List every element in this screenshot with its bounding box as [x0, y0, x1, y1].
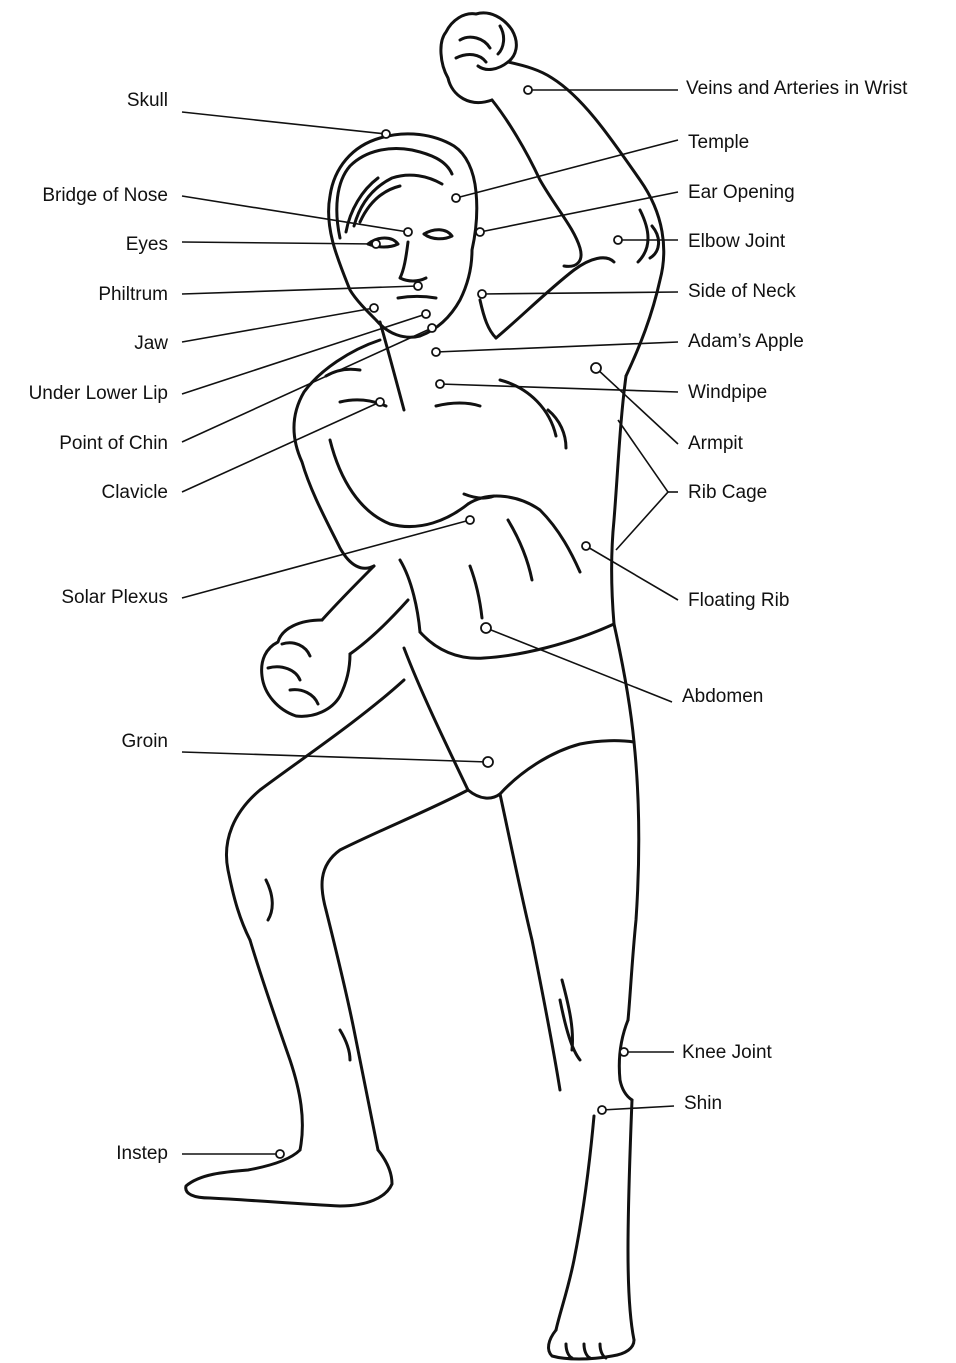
marker-adam[interactable]: [432, 348, 440, 356]
marker-bridge[interactable]: [404, 228, 412, 236]
label-point-of-chin: Point of Chin: [59, 433, 168, 455]
label-skull: Skull: [127, 90, 168, 112]
label-jaw: Jaw: [134, 333, 168, 355]
leader-skull: [182, 112, 386, 134]
right-foot: [549, 1330, 634, 1359]
marker-temple[interactable]: [452, 194, 460, 202]
male-figure: [186, 13, 664, 1359]
label-bridge-of-nose: Bridge of Nose: [42, 185, 168, 207]
chest-left: [330, 440, 468, 527]
marker-clavicle[interactable]: [376, 398, 384, 406]
leader-solar: [182, 520, 470, 598]
left-thigh-inner: [322, 790, 468, 910]
leader-lines: [182, 90, 678, 1154]
raised-forearm-outer: [508, 62, 664, 376]
marker-solar[interactable]: [466, 516, 474, 524]
trapezius-right: [496, 258, 614, 338]
label-elbow-joint: Elbow Joint: [688, 231, 785, 253]
marker-elbow[interactable]: [614, 236, 622, 244]
label-windpipe: Windpipe: [688, 382, 767, 404]
leader-ribcage: [616, 420, 668, 550]
label-philtrum: Philtrum: [98, 284, 168, 306]
leader-windpipe: [440, 384, 678, 392]
nose: [400, 242, 426, 281]
marker-floating[interactable]: [582, 542, 590, 550]
left-forearm: [322, 566, 408, 654]
label-abdomen: Abdomen: [682, 686, 763, 708]
pectoral-right: [500, 380, 566, 448]
trunks-leg: [404, 648, 634, 798]
raised-fist: [441, 13, 516, 103]
label-groin: Groin: [122, 731, 168, 753]
leader-chin: [182, 328, 432, 442]
hair: [337, 149, 452, 238]
label-floating-rib: Floating Rib: [688, 590, 789, 612]
leader-neck: [482, 292, 678, 294]
marker-skull[interactable]: [382, 130, 390, 138]
raised-forearm-inner: [492, 100, 581, 266]
label-solar-plexus: Solar Plexus: [61, 587, 168, 609]
label-armpit: Armpit: [688, 433, 743, 455]
marker-eyes[interactable]: [372, 240, 380, 248]
marker-ear[interactable]: [476, 228, 484, 236]
label-rib-cage: Rib Cage: [688, 482, 767, 504]
label-instep: Instep: [116, 1143, 168, 1165]
leader-shin: [602, 1106, 674, 1110]
right-knee: [560, 980, 632, 1100]
label-adams-apple: Adam’s Apple: [688, 331, 804, 353]
marker-chin[interactable]: [428, 324, 436, 332]
neck-right: [480, 300, 496, 338]
marker-abdomen[interactable]: [481, 623, 491, 633]
right-shin: [556, 1100, 634, 1340]
label-shin: Shin: [684, 1093, 722, 1115]
marker-shin[interactable]: [598, 1106, 606, 1114]
collar-right: [436, 403, 480, 406]
label-knee-joint: Knee Joint: [682, 1042, 772, 1064]
leader-adam: [436, 342, 678, 352]
left-thigh-outer: [226, 680, 404, 940]
marker-under-lip[interactable]: [422, 310, 430, 318]
shoulder-left: [294, 340, 380, 568]
label-side-of-neck: Side of Neck: [688, 281, 796, 303]
leader-groin: [182, 752, 488, 762]
left-fist: [262, 620, 350, 716]
leader-clavicle: [182, 402, 380, 492]
mouth: [398, 297, 436, 299]
left-foot: [186, 1150, 392, 1206]
marker-groin[interactable]: [483, 757, 493, 767]
label-under-lower-lip: Under Lower Lip: [29, 383, 168, 405]
marker-philtrum[interactable]: [414, 282, 422, 290]
leader-armpit: [596, 368, 678, 444]
leader-jaw: [182, 308, 374, 342]
torso-left: [400, 560, 420, 632]
label-eyes: Eyes: [126, 234, 168, 256]
marker-instep[interactable]: [276, 1150, 284, 1158]
marker-knee[interactable]: [620, 1048, 628, 1056]
torso-right: [612, 376, 626, 624]
abs-lines: [464, 494, 532, 618]
left-knee-marks: [266, 880, 350, 1060]
marker-windpipe[interactable]: [436, 380, 444, 388]
marker-neck[interactable]: [478, 290, 486, 298]
marker-jaw[interactable]: [370, 304, 378, 312]
label-clavicle: Clavicle: [101, 482, 168, 504]
leader-floating: [586, 546, 678, 600]
marker-wrist[interactable]: [524, 86, 532, 94]
label-temple: Temple: [688, 132, 749, 154]
leader-ear: [480, 192, 678, 232]
leader-philtrum: [182, 286, 418, 294]
label-veins-arteries-wrist: Veins and Arteries in Wrist: [686, 78, 907, 100]
raised-upper-arm: [638, 210, 659, 262]
marker-armpit[interactable]: [591, 363, 601, 373]
leader-eyes: [182, 242, 376, 244]
label-ear-opening: Ear Opening: [688, 182, 795, 204]
target-markers: [276, 86, 628, 1158]
right-thigh-inner: [500, 794, 560, 1090]
eye-right: [424, 230, 452, 239]
chest-right: [468, 496, 580, 572]
left-shin: [250, 910, 378, 1150]
